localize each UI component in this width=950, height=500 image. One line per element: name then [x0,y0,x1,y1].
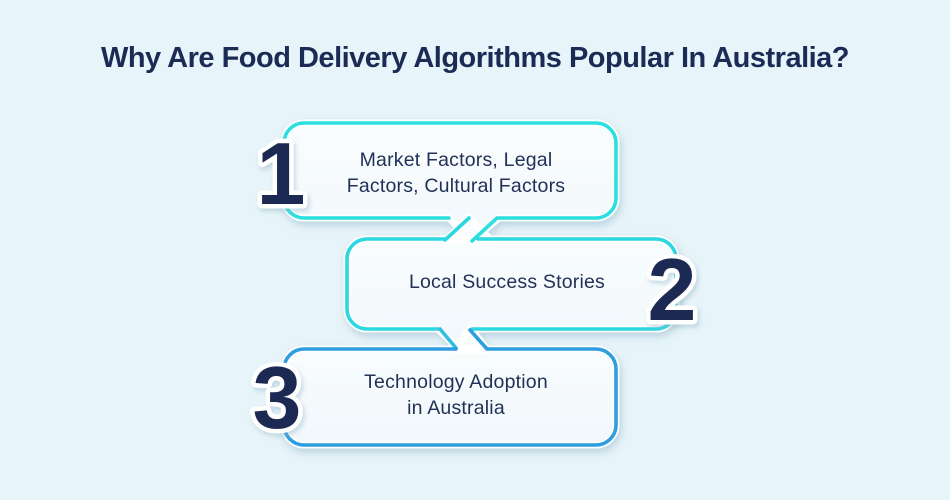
step-3-label-line-2: in Australia [407,397,505,419]
page-title: Why Are Food Delivery Algorithms Popular… [100,42,850,74]
step-1-label-line-2: Factors, Cultural Factors [346,175,566,197]
step-1-number: 1 [257,124,306,223]
step-1-label: Market Factors, Legal Factors, Cultural … [291,147,621,199]
bubble-2-border-right [470,237,678,331]
step-1-label-line-1: Market Factors, Legal [359,149,553,171]
step-2-label: Local Success Stories [352,269,662,295]
step-3-number: 3 [253,348,302,447]
step-3-label: Technology Adoption in Australia [291,369,621,421]
bubble-2-border-left [345,216,471,331]
bubble-2-tail-stroke [438,327,458,350]
step-3-label-line-1: Technology Adoption [364,371,548,393]
bubble-3-border [282,328,618,447]
step-2-number: 2 [648,240,697,339]
bubble-1-border [282,121,618,243]
step-2-label-line-1: Local Success Stories [408,271,606,293]
